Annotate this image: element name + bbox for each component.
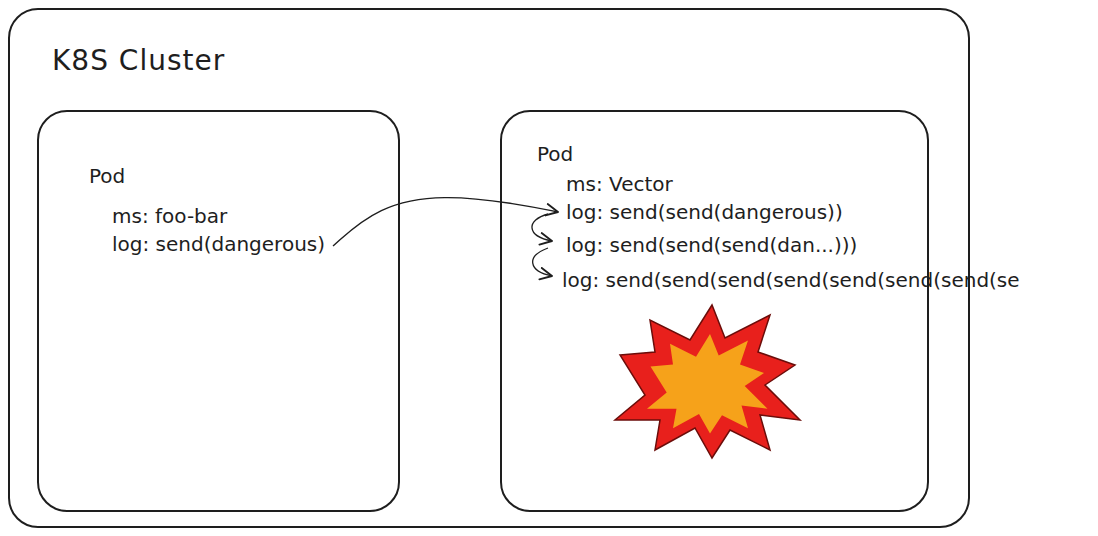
cluster-box: K8S ClusterPod ms: foo-bar log: send(dange…: [8, 8, 970, 528]
loop-arrow: [532, 214, 552, 241]
flow-arrow: [333, 198, 558, 246]
explosion-text: BOOM: [637, 337, 760, 428]
explosion-inner: [647, 334, 768, 434]
pod-box: Pod ms: Vector log: send(send(dangerous)) l…: [500, 110, 929, 512]
field-text: ms: foo-bar: [112, 204, 227, 228]
loop-arrow: [533, 248, 552, 276]
log-line: log: send(send(send(send(send(send(send(…: [562, 268, 1020, 292]
node-heading: Pod: [89, 164, 125, 188]
explosion-outer: [615, 305, 800, 458]
log-line: log: send(send(dangerous)): [566, 200, 843, 224]
field-text: ms: Vector: [566, 172, 673, 196]
explosion-illustration: [615, 305, 800, 458]
log-line: log: send(send(send(dan...))): [566, 233, 857, 257]
node-heading: Pod: [537, 142, 573, 166]
pod-box: Pod ms: foo-bar log: send(dangerous): [37, 110, 400, 512]
log-line: log: send(dangerous): [112, 232, 325, 256]
cluster-title: K8S Cluster: [52, 44, 225, 78]
